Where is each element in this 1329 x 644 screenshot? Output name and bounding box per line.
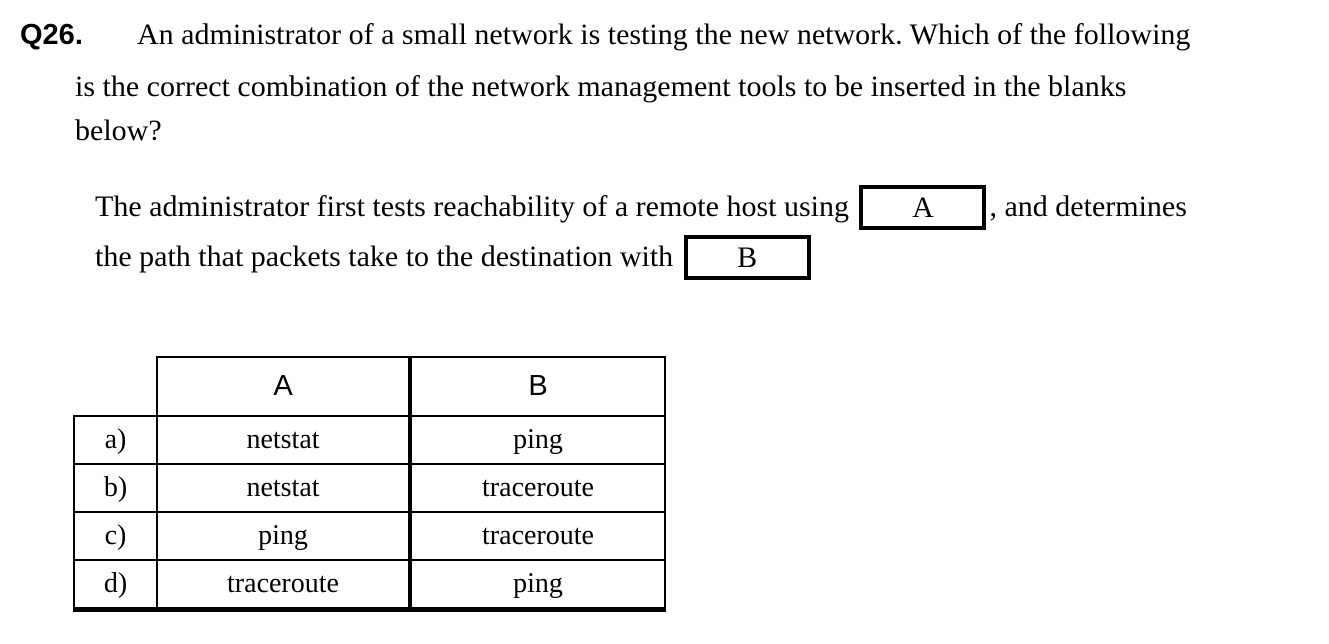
option-a-cell: traceroute: [156, 559, 411, 612]
statement-line-1-before: The administrator first tests reachabili…: [95, 190, 849, 223]
option-row-c: c) ping traceroute: [73, 511, 666, 561]
blank-a-label: A: [912, 190, 934, 224]
question-text-line-1: An administrator of a small network is t…: [137, 18, 1191, 51]
option-a-cell: netstat: [156, 415, 411, 465]
header-corner-cell: [74, 357, 157, 416]
option-a-cell: ping: [156, 511, 411, 561]
header-cell-a: A: [156, 356, 411, 417]
question-line-1: Q26. An administrator of a small network …: [20, 12, 1190, 58]
statement-line-2-before: the path that packets take to the destin…: [95, 240, 674, 273]
option-letter-cell: c): [73, 511, 158, 561]
option-row-a: a) netstat ping: [73, 415, 666, 465]
question-text-line-2: is the correct combination of the networ…: [75, 70, 1127, 103]
blank-b-box: B: [683, 234, 811, 280]
options-header-row: A B: [74, 356, 666, 417]
option-b-cell: ping: [408, 559, 666, 612]
question-text-line-3: below?: [75, 114, 162, 147]
option-letter-cell: b): [73, 463, 158, 513]
blank-b-label: B: [737, 240, 758, 274]
option-row-d: d) traceroute ping: [73, 559, 666, 612]
statement-line-2: the path that packets take to the destin…: [95, 234, 814, 282]
statement-line-1: The administrator first tests reachabili…: [95, 184, 1187, 232]
statement-line-1-after: , and determines: [989, 190, 1187, 223]
option-letter-cell: d): [73, 559, 158, 612]
option-a-cell: netstat: [156, 463, 411, 513]
options-table: A B a) netstat ping b) netstat tracerout…: [73, 356, 666, 612]
option-letter-cell: a): [73, 415, 158, 465]
option-row-b: b) netstat traceroute: [73, 463, 666, 513]
option-b-cell: ping: [408, 415, 666, 465]
question-number: Q26.: [20, 19, 83, 51]
option-b-cell: traceroute: [408, 511, 666, 561]
header-cell-b: B: [408, 356, 666, 417]
blank-a-box: A: [859, 184, 987, 230]
option-b-cell: traceroute: [408, 463, 666, 513]
